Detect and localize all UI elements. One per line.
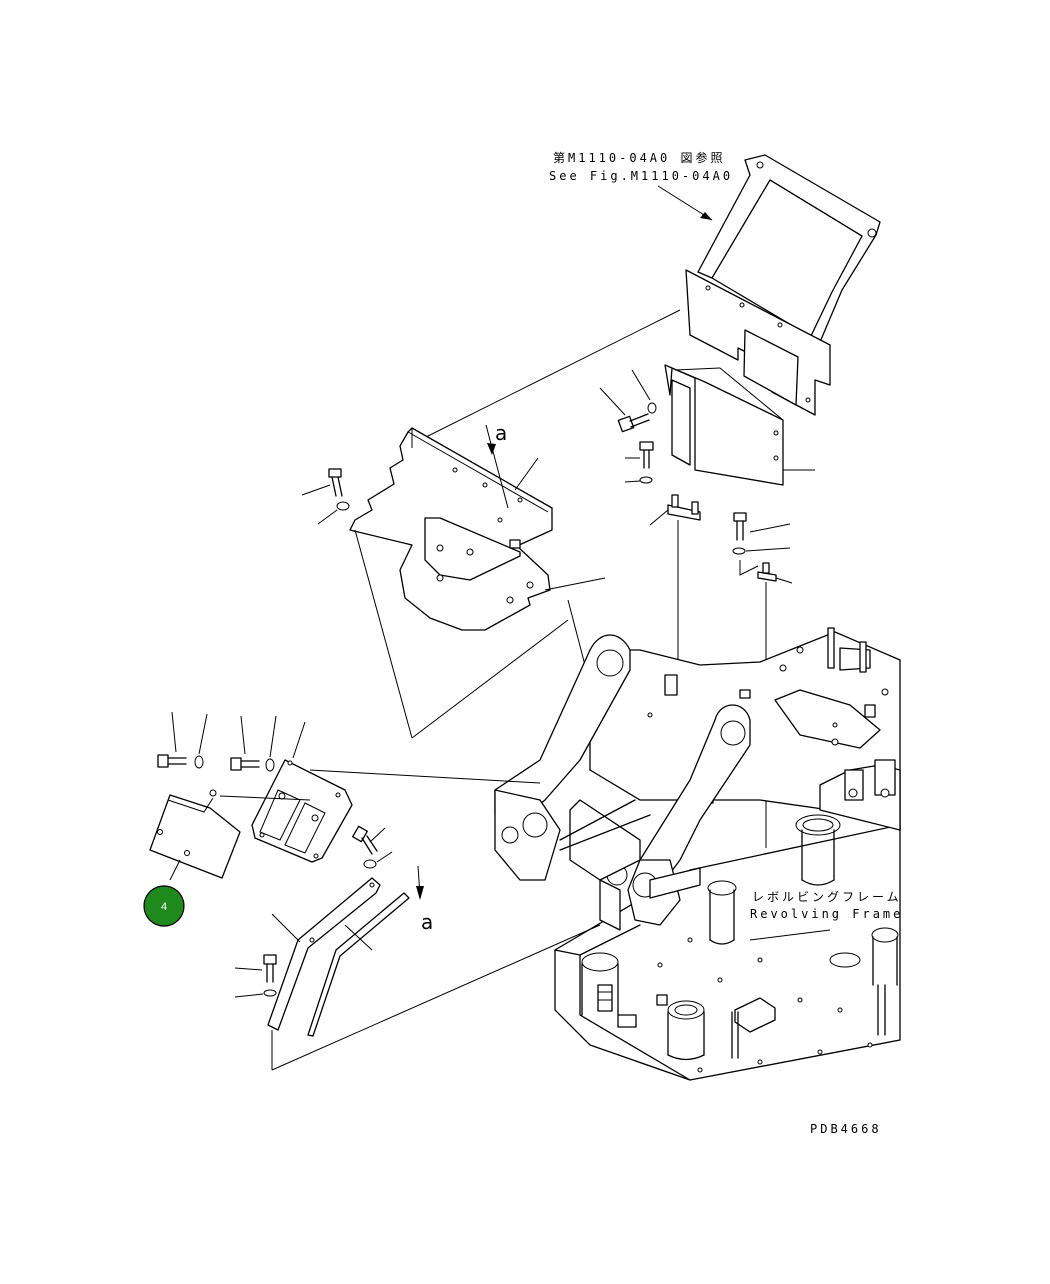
leader-center-plate-2 <box>544 577 606 591</box>
reference-line-lower-2 <box>271 924 601 1071</box>
leader-washer-lower-1 <box>198 713 208 755</box>
revolving-frame <box>494 627 901 1081</box>
leader-washer-upper-2 <box>624 480 641 483</box>
leader-bracket-clip-2-a <box>739 560 759 576</box>
leader-bracket-clip-2 <box>775 577 793 584</box>
reference-line-upper <box>409 309 681 446</box>
reference-line-panel-2 <box>219 795 311 801</box>
section-arrowhead-upper <box>487 443 496 455</box>
bolt-lower-left <box>263 954 277 983</box>
leader-strip-bracket-1 <box>271 913 301 943</box>
leader-center-plate <box>514 457 539 491</box>
section-arrow-upper <box>485 424 509 509</box>
leader-bolt-left-upper <box>301 484 331 496</box>
section-mark-upper: a <box>495 421 507 445</box>
washer-upper-1 <box>647 402 657 414</box>
frame-label-leader <box>749 929 831 941</box>
reference-note-en: See Fig.M1110-04A0 <box>549 169 733 183</box>
washer-mid <box>363 859 377 869</box>
deck-pad <box>734 997 776 1033</box>
washer-right <box>732 547 746 555</box>
bolt-mid <box>352 825 378 855</box>
bolt-left-upper <box>328 468 343 497</box>
callout-badge-4-number: 4 <box>161 901 167 913</box>
bolt-right <box>733 512 747 541</box>
leader-washer-upper-1 <box>631 369 651 401</box>
washer-upper-2 <box>639 476 653 484</box>
leader-bracket-clip-1 <box>649 509 669 526</box>
leader-bolt-mid <box>369 827 386 843</box>
bolt-lower-2 <box>230 757 260 771</box>
leader-cover-plate-4 <box>169 859 181 881</box>
frame-label-en: Revolving Frame <box>750 907 903 921</box>
leader-bolt-lower-left <box>234 967 263 971</box>
deck-bracket <box>617 1014 637 1028</box>
bracket-clip-1 <box>667 494 701 521</box>
washer-lower-1 <box>194 755 204 769</box>
cover-plate-4 <box>149 789 241 879</box>
leader-cover-plate-4-a <box>167 797 214 813</box>
strip-bracket-2 <box>307 892 410 1037</box>
leader-bolt-right <box>749 523 791 533</box>
cylinder-center <box>795 814 841 886</box>
access-panel-plate <box>251 759 353 863</box>
section-mark-lower: a <box>421 910 433 934</box>
leader-access-panel <box>292 721 306 759</box>
center-cover-plate <box>349 427 553 631</box>
bolt-upper-1 <box>617 413 650 433</box>
bolt-upper-2 <box>639 441 654 469</box>
reference-line-v-left <box>354 529 413 739</box>
deck-hole <box>829 952 861 968</box>
reference-line-v-right <box>411 619 569 739</box>
strip-bracket-1 <box>267 877 381 1031</box>
bracket-clip-2 <box>757 562 777 582</box>
bolt-lower-1 <box>157 754 187 768</box>
reference-arrowhead <box>700 212 712 220</box>
cylinder-right <box>871 927 899 1036</box>
washer-lower-left <box>263 989 277 997</box>
frame-label-jp: レボルビングフレーム <box>752 890 902 904</box>
washer-lower-2 <box>265 758 275 772</box>
leader-washer-left-upper <box>317 509 338 525</box>
leader-washer-lower-left <box>234 993 264 998</box>
section-arrowhead-lower <box>416 886 424 900</box>
callout-badge-4[interactable]: 4 <box>143 885 185 927</box>
leader-bolt-upper-1 <box>599 387 626 416</box>
leader-bolt-lower-2 <box>240 715 246 755</box>
callout-badge-4-circle[interactable] <box>143 885 185 927</box>
seat-stand-frame <box>697 154 881 343</box>
reference-line-panel <box>309 769 541 784</box>
reference-note-jp: 第M1110-04A0 図参照 <box>553 150 725 165</box>
leader-bolt-lower-1 <box>171 711 177 753</box>
seat-stand-plate <box>685 269 831 416</box>
cylinder-front <box>707 880 737 945</box>
cylinder-lower <box>656 994 705 1061</box>
washer-left-upper <box>336 501 350 511</box>
leader-washer-lower-2 <box>269 715 277 758</box>
leader-washer-mid <box>376 851 393 863</box>
leader-washer-right <box>745 547 791 552</box>
rear-cover-plate <box>664 364 784 486</box>
leader-strip-bracket-2 <box>344 924 373 951</box>
cylinder-left <box>581 952 619 1016</box>
reference-leader <box>657 185 713 221</box>
drawing-number: PDB4668 <box>810 1122 882 1136</box>
